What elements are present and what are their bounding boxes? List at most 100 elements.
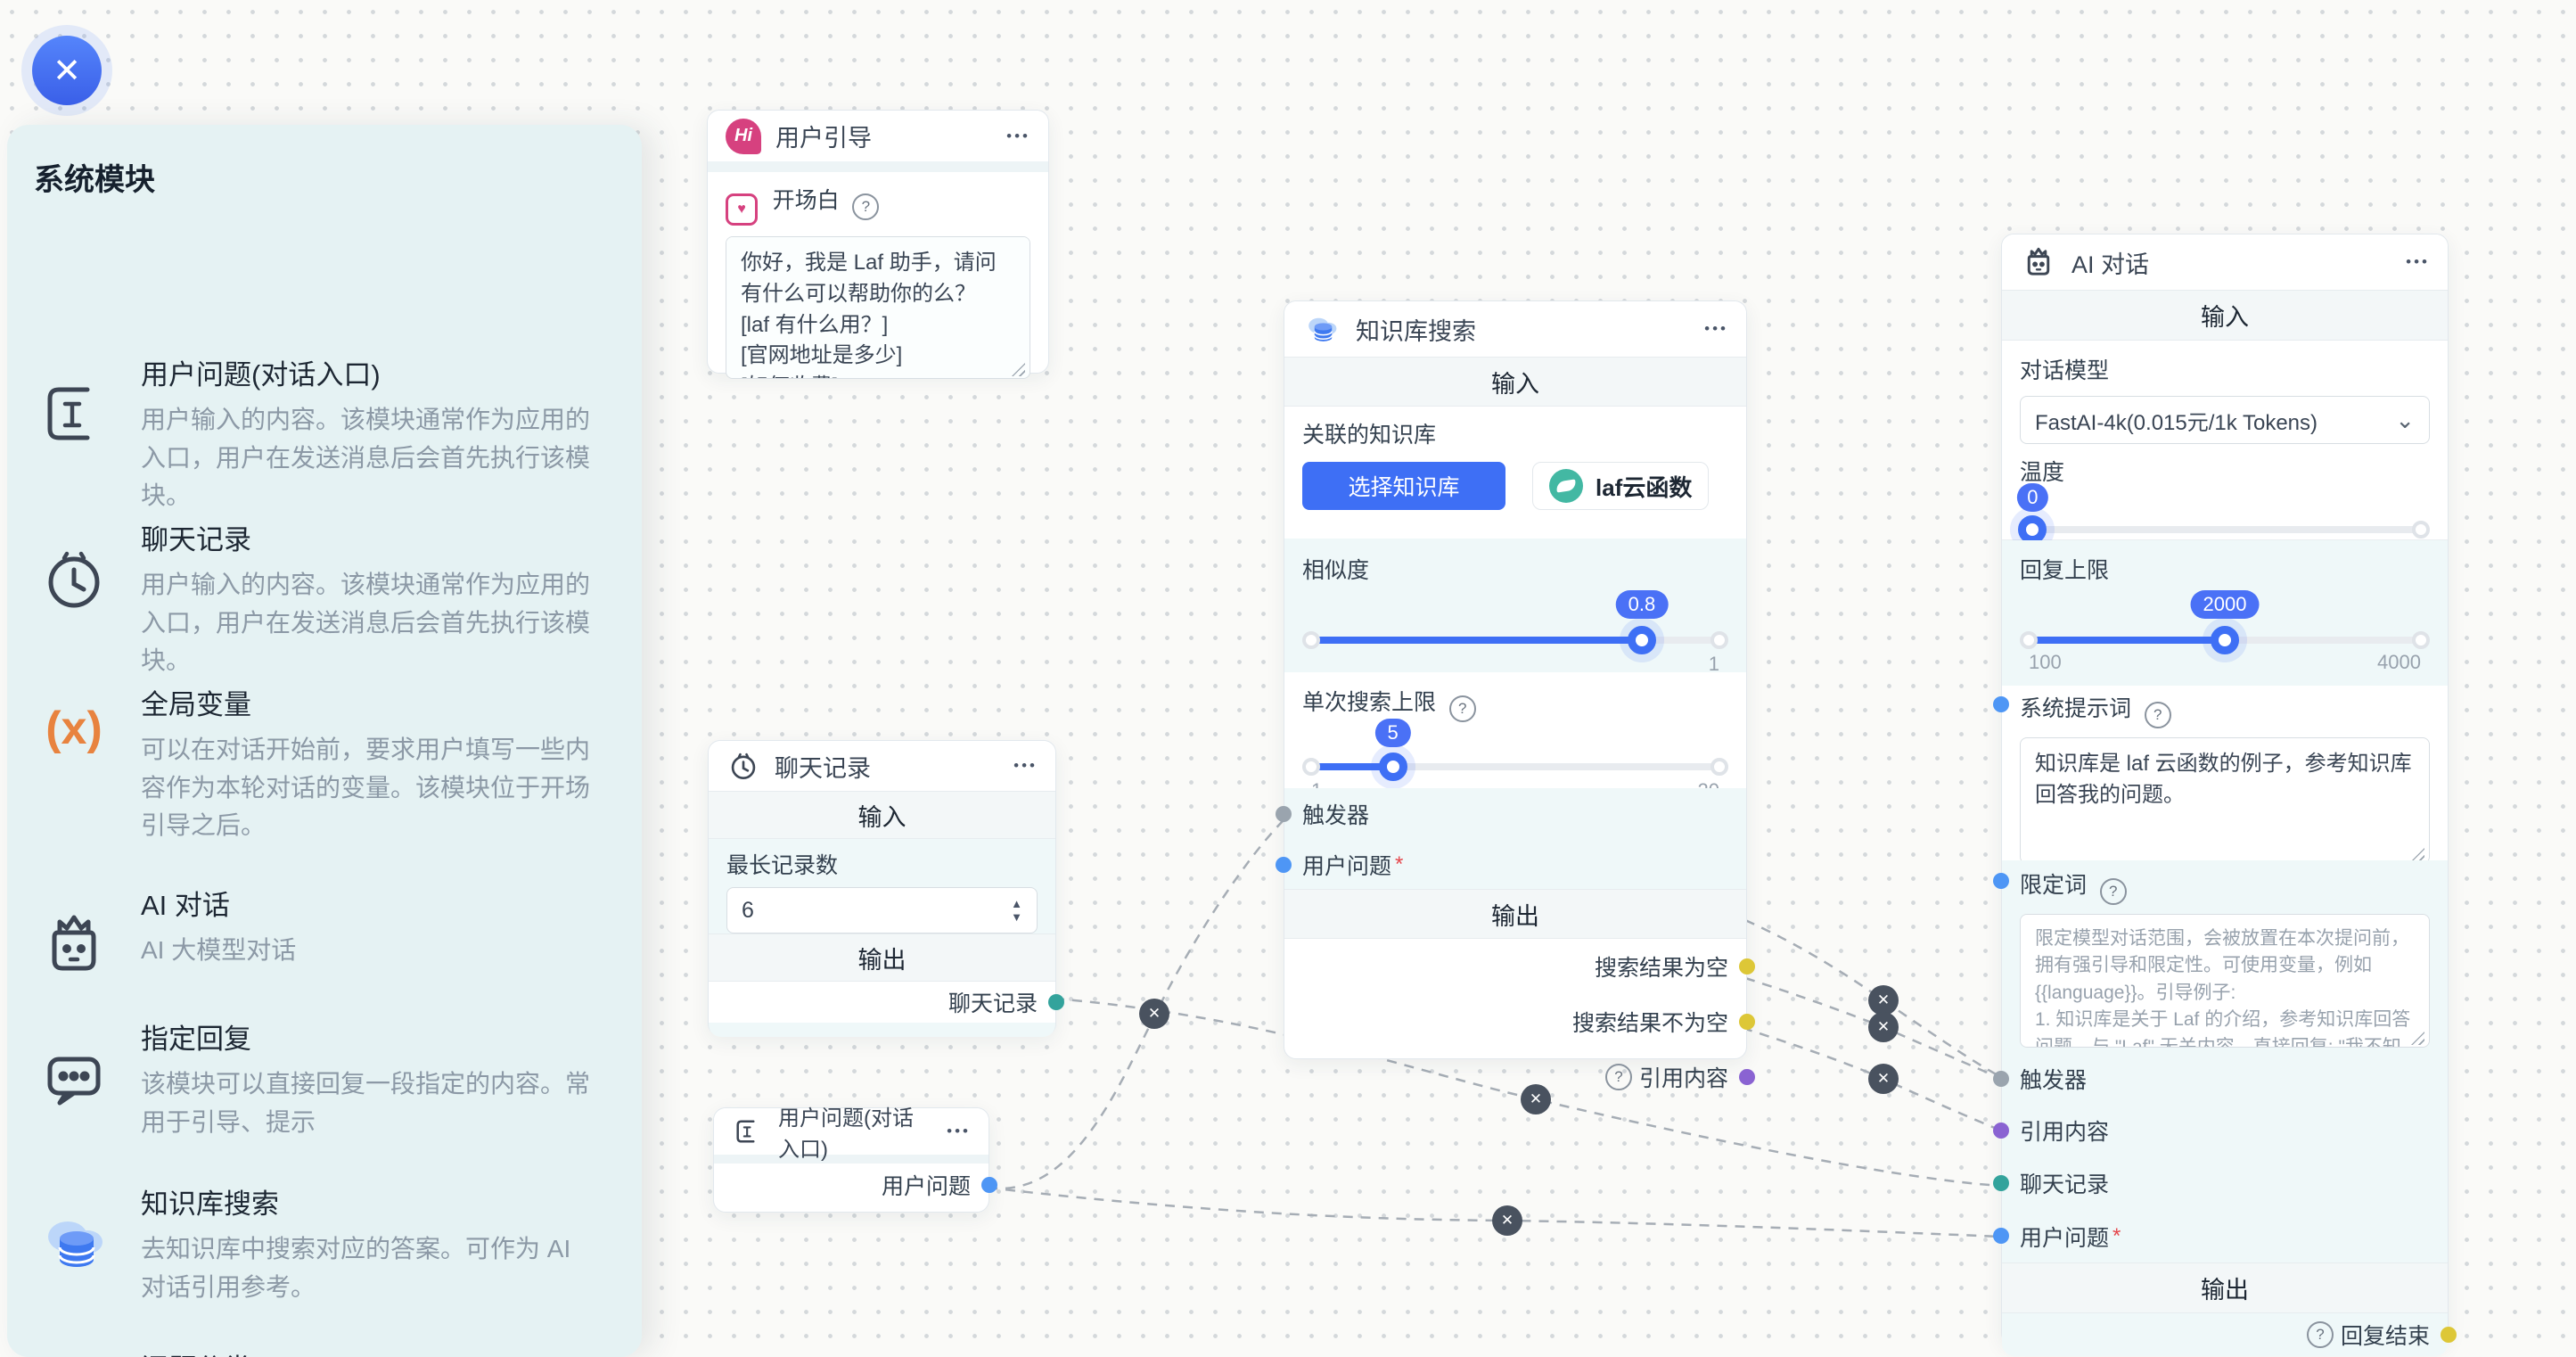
input-section-bar: 输入: [1284, 357, 1746, 407]
port-dot-trigger[interactable]: [1276, 806, 1292, 822]
opening-line-textarea[interactable]: 你好，我是 Laf 助手，请问有什么可以帮助你的么？ [laf 有什么用？] […: [726, 236, 1030, 379]
port-dot-search-not-empty[interactable]: [1739, 1014, 1755, 1030]
node-ai-chat[interactable]: AI 对话 ••• 输入 对话模型 FastAI-4k(0.015元/1k To…: [1993, 234, 2457, 1356]
node-menu-icon[interactable]: •••: [1704, 320, 1728, 337]
port-dot-trigger[interactable]: [1993, 1071, 2009, 1087]
limit-word-field[interactable]: 限定词 ?: [1993, 860, 2448, 1053]
sidebar-item-chat-history[interactable]: 聊天记录 用户输入的内容。该模块通常作为应用的入口，用户在发送消息后会首先执行该…: [7, 517, 642, 680]
reply-limit-slider[interactable]: 2000 100 4000: [2020, 590, 2430, 673]
slider-value-badge: 5: [1374, 719, 1411, 747]
port-dot-search-empty[interactable]: [1739, 958, 1755, 975]
help-icon[interactable]: ?: [1448, 695, 1476, 722]
edge-delete-icon[interactable]: ✕: [1868, 1012, 1899, 1042]
node-header[interactable]: Hi 用户引导 •••: [708, 111, 1048, 161]
sidebar-item-user-question[interactable]: 用户问题(对话入口) 用户输入的内容。该模块通常作为应用的入口，用户在发送消息后…: [7, 352, 642, 515]
input-port-chat-history[interactable]: 聊天记录: [1993, 1156, 2448, 1210]
search-limit-slider[interactable]: 5 1 20: [1302, 719, 1728, 802]
sidebar-item-label: 问题分类: [141, 1346, 593, 1357]
node-menu-icon[interactable]: •••: [1006, 127, 1030, 144]
knowledge-base-icon: [1302, 309, 1341, 349]
node-menu-icon[interactable]: •••: [1013, 757, 1038, 774]
kb-tag-label: laf云函数: [1596, 473, 1693, 501]
sidebar-item-fixed-reply[interactable]: 指定回复 该模块可以直接回复一段指定的内容。常用于引导、提示: [7, 1016, 642, 1141]
slider-max-label: 4000: [2377, 651, 2421, 673]
sidebar-item-ai-chat[interactable]: AI 对话 AI 大模型对话: [7, 883, 642, 983]
field-label: 单次搜索上限: [1302, 690, 1437, 715]
node-title: 聊天记录: [775, 754, 871, 782]
output-port-chat-history[interactable]: 聊天记录: [709, 982, 1064, 1023]
slider-handle[interactable]: [1378, 753, 1407, 781]
port-dot-chat-history[interactable]: [1993, 1175, 2009, 1191]
help-icon[interactable]: ?: [1604, 1064, 1632, 1090]
model-select[interactable]: FastAI-4k(0.015元/1k Tokens) ⌄: [2020, 396, 2430, 444]
output-port-reply-end[interactable]: ? 回复结束: [2002, 1313, 2457, 1356]
output-port-user-question[interactable]: 用户问题: [714, 1164, 997, 1206]
node-header[interactable]: 用户问题(对话入口) •••: [714, 1106, 989, 1162]
slider-handle[interactable]: [2018, 515, 2047, 544]
sidebar-item-desc: 可以在对话开始前，要求用户填写一些内容作为本轮对话的变量。该模块位于开场引导之后…: [141, 736, 591, 840]
slider-value-badge: 0.8: [1615, 590, 1669, 619]
port-dot-quote[interactable]: [1993, 1123, 2009, 1139]
input-port-trigger[interactable]: 触发器: [1276, 788, 1746, 840]
port-dot-limit-word[interactable]: [1993, 873, 2009, 889]
input-port-user-question[interactable]: 用户问题 *: [1993, 1210, 2448, 1262]
sys-prompt-field[interactable]: 系统提示词 ? 知识库是 laf 云函数的例子，参考知识库回答我的问题。: [1993, 686, 2448, 864]
text-cursor-icon: [7, 352, 141, 515]
node-menu-icon[interactable]: •••: [2406, 253, 2430, 270]
input-port-trigger[interactable]: 触发器: [1993, 1053, 2448, 1105]
close-panel-button[interactable]: ✕: [32, 36, 102, 105]
limit-word-textarea[interactable]: [2020, 914, 2430, 1048]
node-header[interactable]: 聊天记录 •••: [709, 741, 1055, 791]
port-dot-sys-prompt[interactable]: [1993, 696, 2009, 712]
slider-min-label: 100: [2029, 651, 2062, 673]
slider-handle[interactable]: [1627, 626, 1656, 654]
temperature-slider[interactable]: 0 严谨 发散: [2017, 483, 2430, 567]
node-user-question[interactable]: 用户问题(对话入口) ••• 用户问题: [713, 1106, 997, 1213]
port-dot-user-question[interactable]: [1993, 1228, 2009, 1244]
sys-prompt-textarea[interactable]: 知识库是 laf 云函数的例子，参考知识库回答我的问题。: [2020, 737, 2430, 864]
input-port-quote[interactable]: 引用内容: [1993, 1105, 2448, 1156]
help-icon[interactable]: ?: [2099, 878, 2127, 905]
sidebar-item-global-variable[interactable]: (x) 全局变量 可以在对话开始前，要求用户填写一些内容作为本轮对话的变量。该模…: [7, 682, 642, 845]
edge-delete-icon[interactable]: ✕: [1521, 1084, 1551, 1114]
node-menu-icon[interactable]: •••: [947, 1123, 971, 1139]
edge-delete-icon[interactable]: ✕: [1868, 1064, 1899, 1094]
help-icon[interactable]: ?: [2144, 702, 2171, 728]
port-dot-user-question[interactable]: [981, 1177, 997, 1193]
sidebar-item-kb-search[interactable]: 知识库搜索 去知识库中搜索对应的答案。可作为 AI 对话引用参考。: [7, 1181, 642, 1306]
node-header[interactable]: 知识库搜索 •••: [1284, 301, 1746, 357]
edge-delete-icon[interactable]: ✕: [1868, 985, 1899, 1016]
sidebar-item-question-classify[interactable]: 问题分类 可以判断用户问题属于哪方面问题，从而执行不同的操作。: [7, 1346, 642, 1357]
step-down-icon[interactable]: ▼: [1011, 910, 1022, 924]
output-port-not-empty[interactable]: 搜索结果不为空: [1284, 994, 1755, 1049]
sidebar-item-desc: 用户输入的内容。该模块通常作为应用的入口，用户在发送消息后会首先执行该模块。: [141, 406, 591, 510]
output-port-empty[interactable]: 搜索结果为空: [1284, 939, 1755, 994]
step-up-icon[interactable]: ▲: [1011, 897, 1022, 910]
knowledge-base-icon: [7, 1181, 141, 1306]
similarity-slider[interactable]: 0.8 1: [1302, 590, 1728, 675]
help-icon[interactable]: ?: [2306, 1321, 2334, 1348]
select-kb-button[interactable]: 选择知识库: [1302, 462, 1505, 510]
port-dot-reply-end[interactable]: [2441, 1327, 2457, 1343]
max-records-input[interactable]: 6 ▲ ▼: [726, 887, 1038, 933]
port-dot-chat-history[interactable]: [1048, 994, 1064, 1010]
sidebar-item-label: AI 对话: [141, 890, 230, 921]
output-port-quote[interactable]: ? 引用内容: [1284, 1049, 1755, 1105]
edge-delete-icon[interactable]: ✕: [1139, 999, 1169, 1029]
slider-handle[interactable]: [2211, 626, 2239, 654]
help-icon[interactable]: ?: [852, 193, 880, 220]
node-chat-history[interactable]: 聊天记录 ••• 输入 最长记录数 6 ▲ ▼ 输出 聊天记录: [708, 740, 1064, 1037]
node-kb-search[interactable]: 知识库搜索 ••• 输入 关联的知识库 选择知识库 laf云函数 相似度 0.8…: [1276, 300, 1755, 1091]
port-dot-quote[interactable]: [1739, 1069, 1755, 1085]
node-user-guide[interactable]: Hi 用户引导 ••• ♥ 开场白 ? 你好，我是 Laf 助手，请问有什么可以…: [707, 110, 1049, 379]
input-port-user-question[interactable]: 用户问题 *: [1276, 840, 1746, 889]
kb-tag-laf[interactable]: laf云函数: [1532, 462, 1710, 510]
model-value: FastAI-4k(0.015元/1k Tokens): [2035, 410, 2318, 435]
header-divider: [714, 1155, 989, 1164]
slider-max-label: 1: [1708, 653, 1719, 675]
sidebar-item-label: 用户问题(对话入口): [141, 359, 381, 391]
edge-delete-icon[interactable]: ✕: [1492, 1205, 1522, 1236]
port-dot-user-question[interactable]: [1276, 857, 1292, 873]
node-header[interactable]: AI 对话 •••: [2002, 234, 2448, 290]
